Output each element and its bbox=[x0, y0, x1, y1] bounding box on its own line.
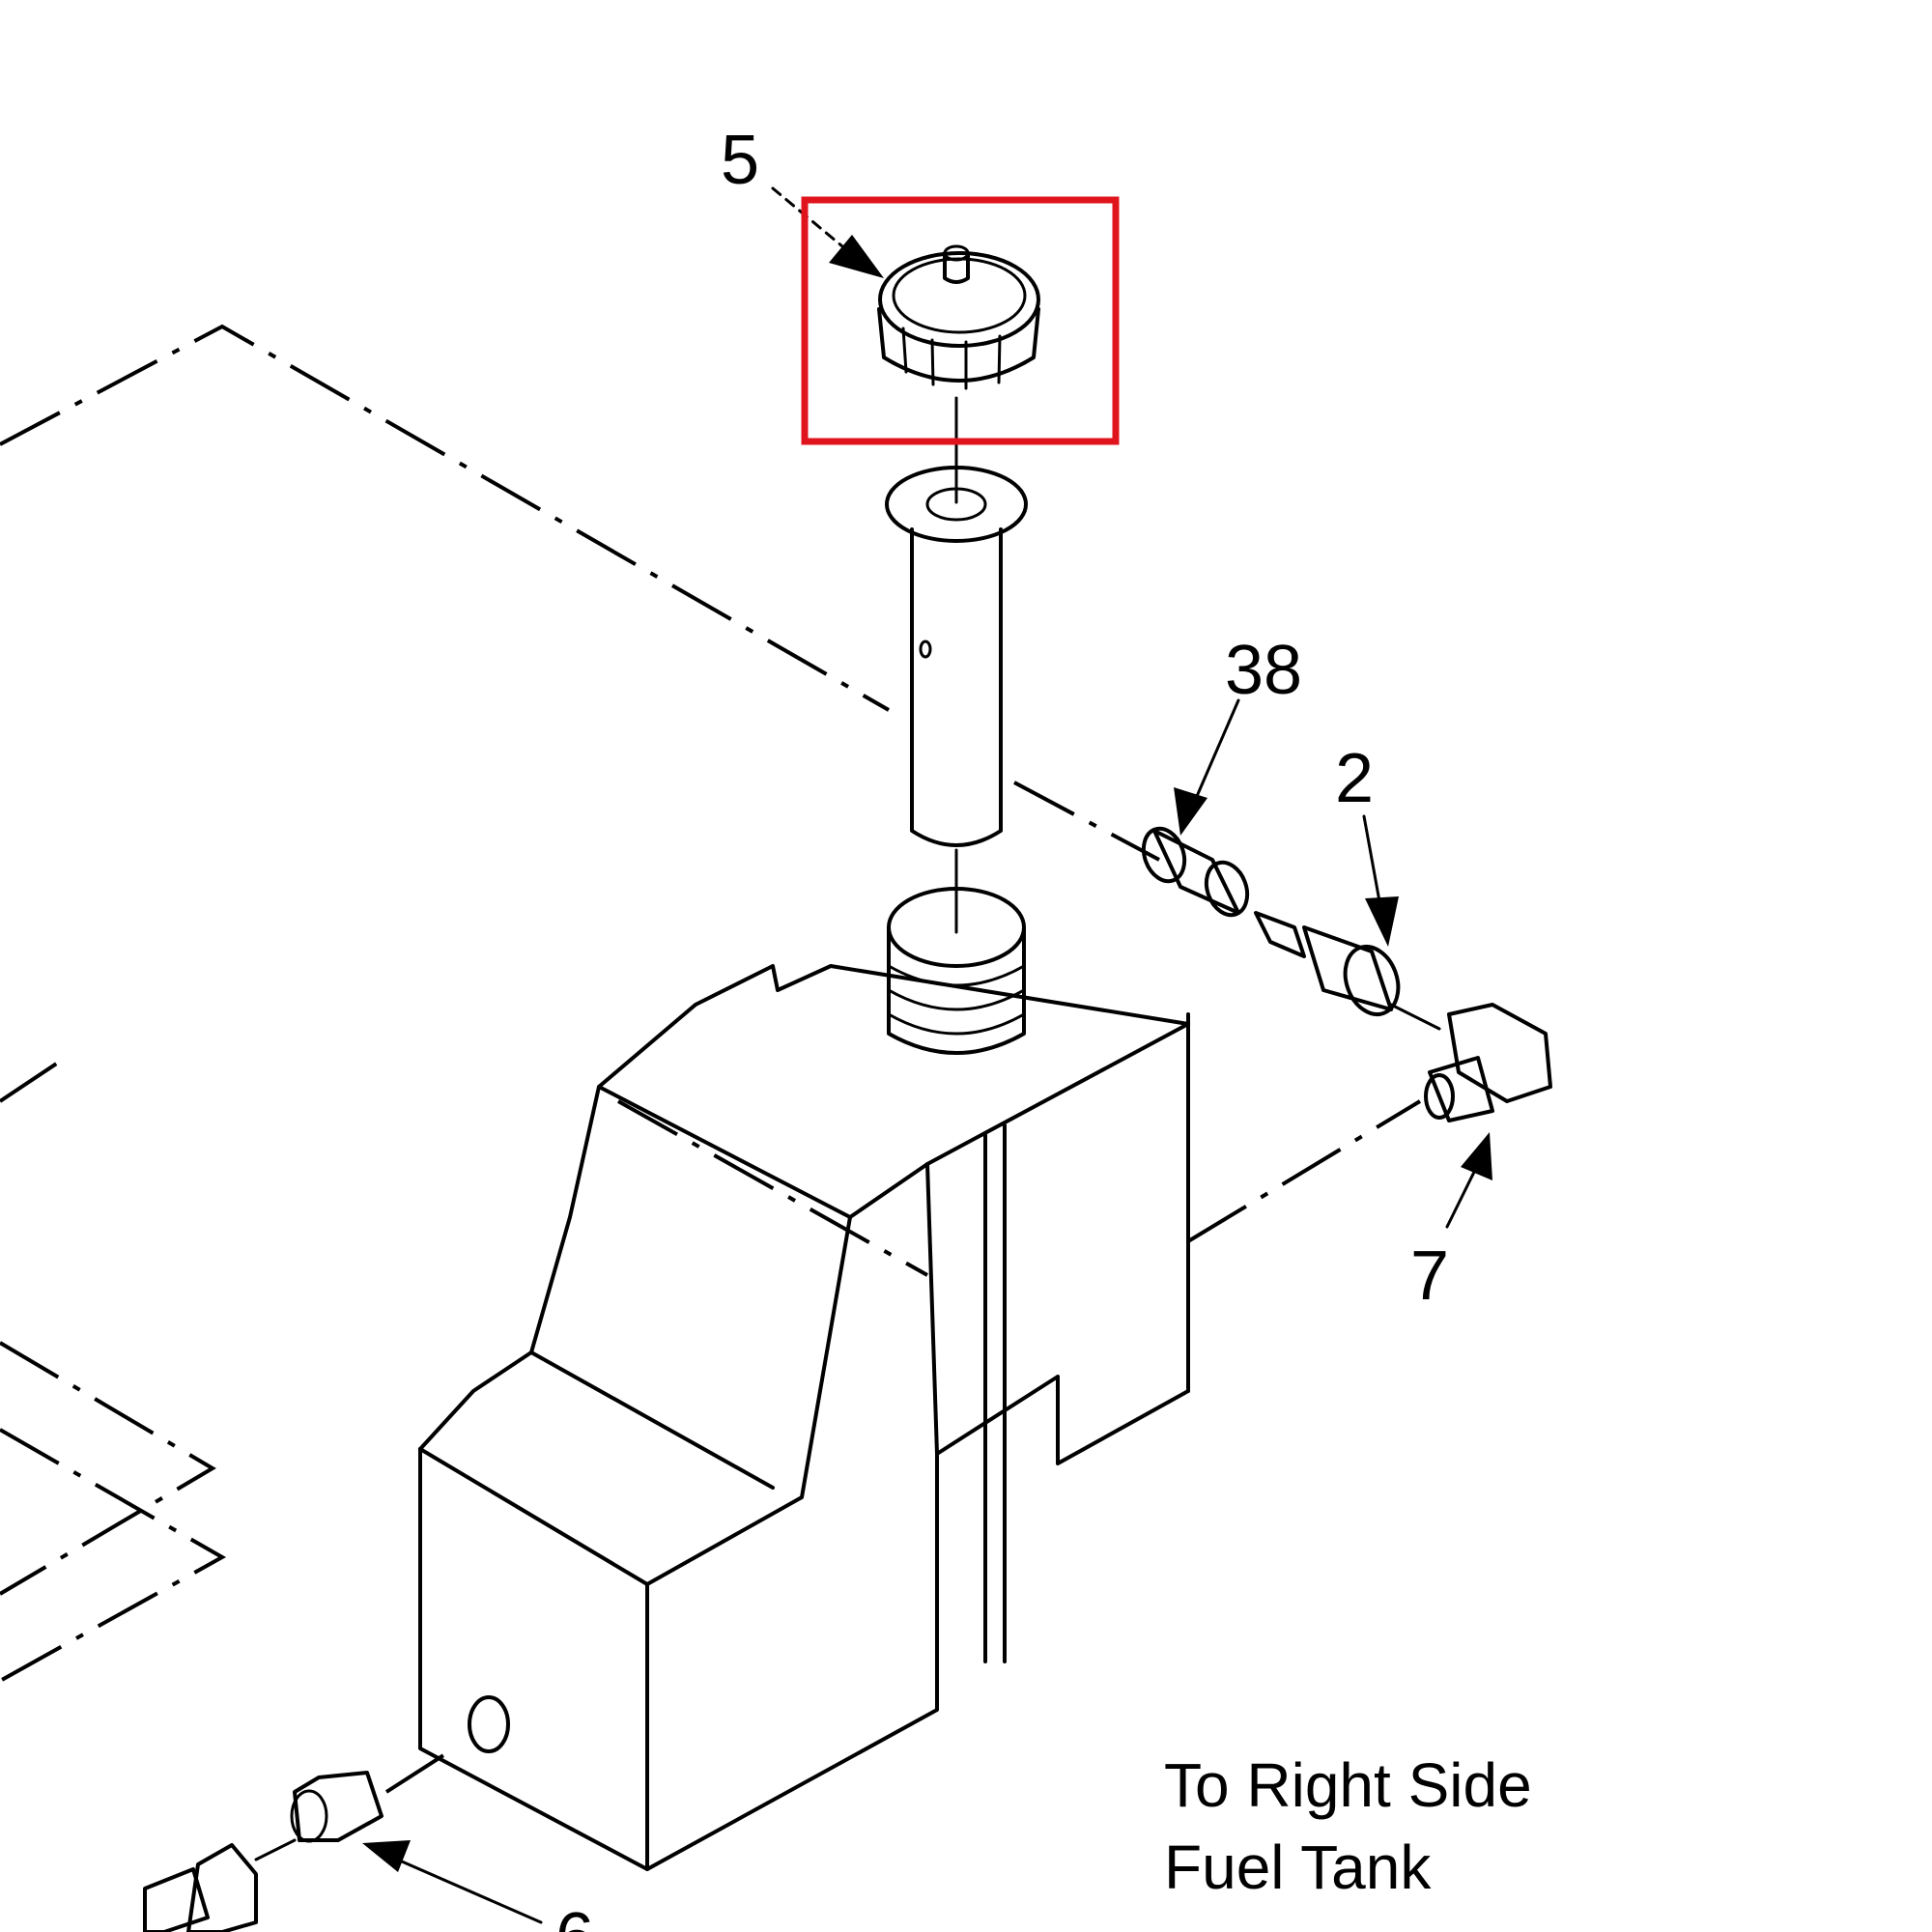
note-line-2: Fuel Tank bbox=[1164, 1833, 1432, 1902]
fuel-tank bbox=[418, 887, 1190, 1871]
highlight-box bbox=[801, 196, 1120, 445]
callout-arrows bbox=[362, 186, 1492, 1924]
sleeve-part bbox=[1141, 826, 1250, 918]
drain-fittings bbox=[143, 1771, 384, 1932]
frame-outline bbox=[0, 324, 1422, 1794]
callout-bottom: 6 bbox=[555, 1899, 594, 1932]
callout-2: 2 bbox=[1335, 740, 1374, 817]
elbow-part bbox=[1424, 1003, 1552, 1122]
callout-7: 7 bbox=[1410, 1237, 1449, 1315]
note-line-1: To Right Side bbox=[1164, 1750, 1532, 1820]
filler-tube bbox=[885, 396, 1028, 934]
fuel-cap bbox=[877, 244, 1040, 390]
fitting-part bbox=[1254, 911, 1441, 1031]
callout-5: 5 bbox=[721, 122, 759, 199]
callout-38: 38 bbox=[1225, 632, 1302, 709]
